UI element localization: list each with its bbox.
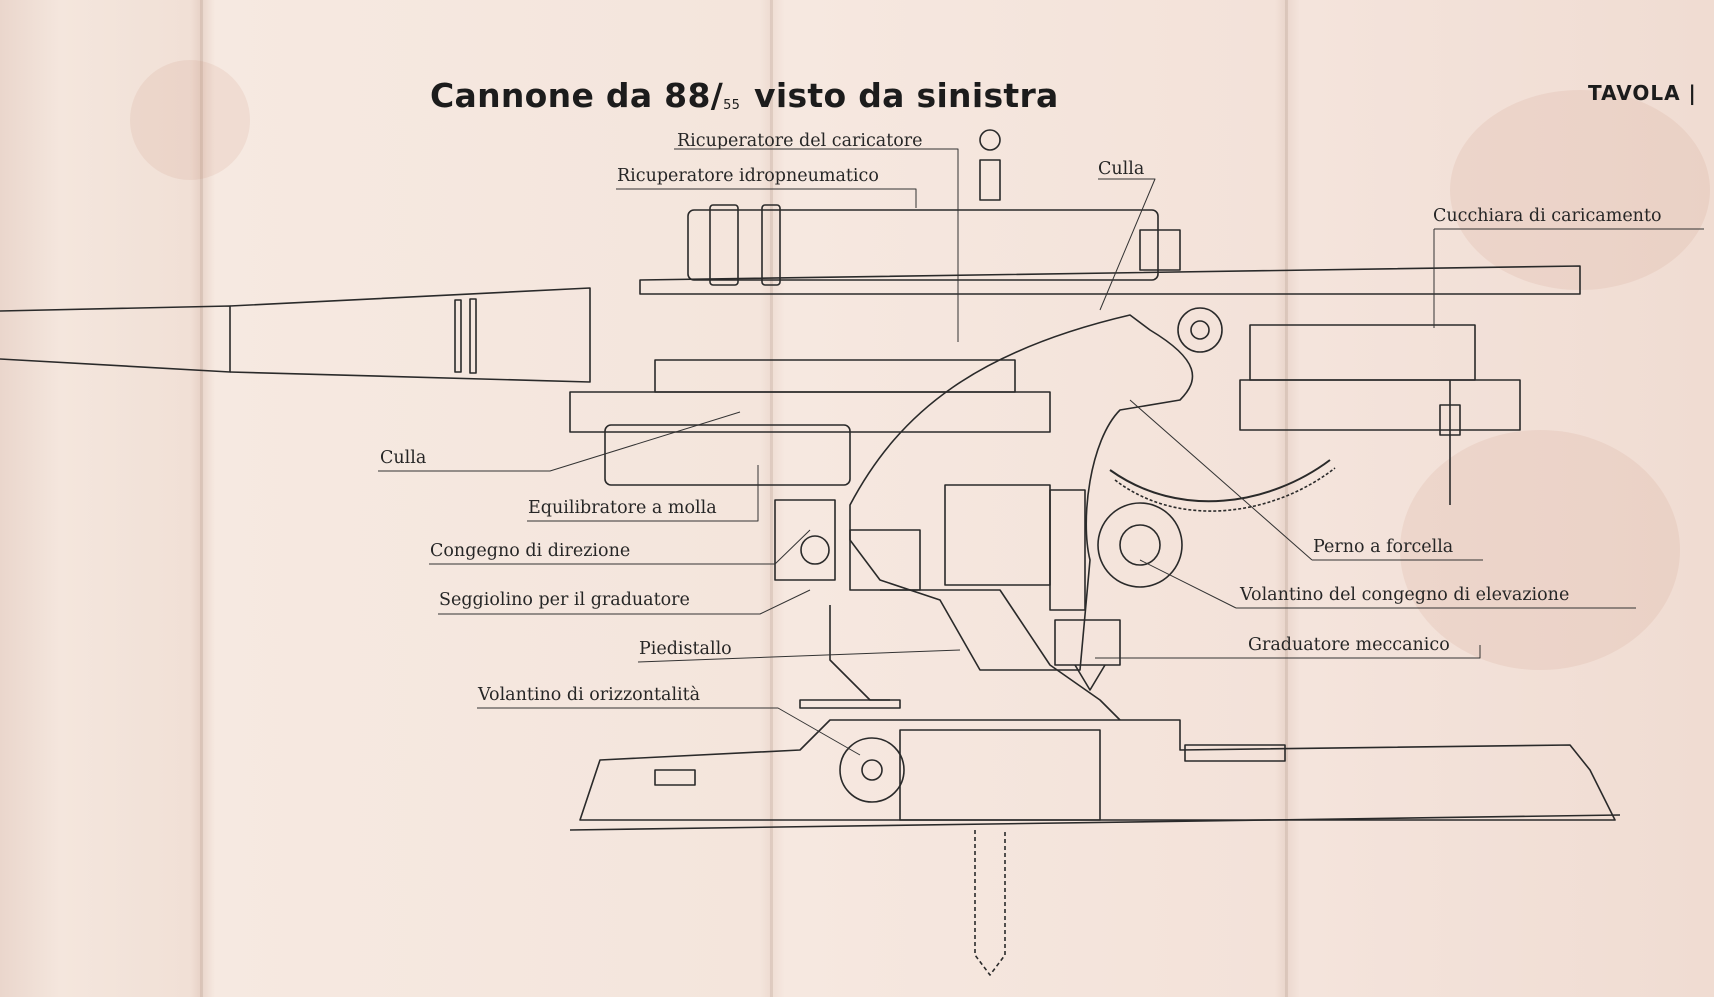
base-platform xyxy=(579,719,1616,821)
barrel-ring xyxy=(469,298,477,374)
recuperator-band xyxy=(761,204,781,286)
pedestal xyxy=(880,589,1121,721)
gearbox xyxy=(944,484,1051,586)
base-clamp xyxy=(654,769,696,786)
leader-line xyxy=(1098,178,1156,311)
trunnion xyxy=(1177,307,1223,353)
label-ricuperatore-idropneumatico: Ricuperatore idropneumatico xyxy=(617,166,879,186)
leader-line xyxy=(527,465,759,522)
recuperator-end xyxy=(1139,229,1181,271)
leader-line xyxy=(637,649,961,663)
ground-line xyxy=(569,814,1621,831)
label-volantino-orizzontalita: Volantino di orizzontalità xyxy=(478,685,701,705)
barrel xyxy=(229,287,591,383)
label-seggiolino: Seggiolino per il graduatore xyxy=(439,590,690,610)
graduator-box xyxy=(1054,619,1121,666)
traverse-box xyxy=(774,499,836,581)
leader-line xyxy=(1095,645,1481,659)
label-piedistallo: Piedistallo xyxy=(639,639,732,659)
breech-lower xyxy=(1239,379,1521,431)
leader-line xyxy=(1433,228,1704,328)
barrel-muzzle xyxy=(0,305,231,373)
paper-stain xyxy=(1400,430,1680,670)
base-mechanism xyxy=(899,729,1101,821)
label-culla-left: Culla xyxy=(380,448,427,468)
page-fold xyxy=(770,0,773,997)
level-handwheel xyxy=(839,737,905,803)
plate-number: TAVOLA | xyxy=(1588,81,1697,105)
equilibrator-cylinder xyxy=(604,424,851,486)
sight-mount xyxy=(979,159,1001,201)
label-volantino-elevazione: Volantino del congegno di elevazione xyxy=(1240,585,1570,605)
leader-line xyxy=(429,529,811,565)
leader-line xyxy=(1139,559,1636,609)
center-pin xyxy=(974,830,1006,976)
label-perno-forcella: Perno a forcella xyxy=(1313,537,1454,557)
elevation-handwheel xyxy=(1097,502,1183,588)
graduator-tip xyxy=(1074,664,1106,691)
elevation-hub xyxy=(1119,524,1161,566)
paper-stain xyxy=(130,60,250,180)
carriage-plate xyxy=(849,314,1194,671)
label-culla-top: Culla xyxy=(1098,159,1145,179)
leader-line xyxy=(1129,399,1483,561)
label-congegno-direzione: Congegno di direzione xyxy=(430,541,631,561)
leader-line xyxy=(616,188,917,208)
leader-line xyxy=(674,148,959,342)
gear-column xyxy=(1049,489,1086,611)
label-ricuperatore-caricatore: Ricuperatore del caricatore xyxy=(677,131,923,151)
page-fold xyxy=(1285,0,1288,997)
label-cucchiara: Cucchiara di caricamento xyxy=(1433,206,1662,226)
leader-line xyxy=(438,589,811,615)
rammer-tube xyxy=(639,265,1581,295)
leader-line xyxy=(378,411,741,472)
label-graduatore-meccanico: Graduatore meccanico xyxy=(1248,635,1450,655)
page-title: Cannone da 88/55 visto da sinistra xyxy=(430,76,1059,115)
leader-lines xyxy=(378,148,1704,756)
base-slot xyxy=(1184,744,1286,762)
paper-stain xyxy=(1450,90,1710,290)
trunnion-pin xyxy=(1190,320,1210,340)
firing-grip xyxy=(1439,404,1461,436)
level-hub xyxy=(861,759,883,781)
barrel-ring xyxy=(454,299,462,373)
elevation-arc xyxy=(1109,459,1331,503)
cradle-upper xyxy=(654,359,1016,393)
elevation-teeth xyxy=(1114,467,1336,512)
label-equilibratore: Equilibratore a molla xyxy=(528,498,717,518)
recuperator-cap xyxy=(709,204,739,286)
breech-block xyxy=(1249,324,1476,381)
sight-knob xyxy=(979,129,1001,151)
seat xyxy=(799,699,901,709)
page-fold xyxy=(200,0,203,997)
traverse-knob xyxy=(800,535,830,565)
cradle-lower xyxy=(569,391,1051,433)
leader-line xyxy=(477,707,861,756)
recuperator-cylinder xyxy=(687,209,1159,281)
